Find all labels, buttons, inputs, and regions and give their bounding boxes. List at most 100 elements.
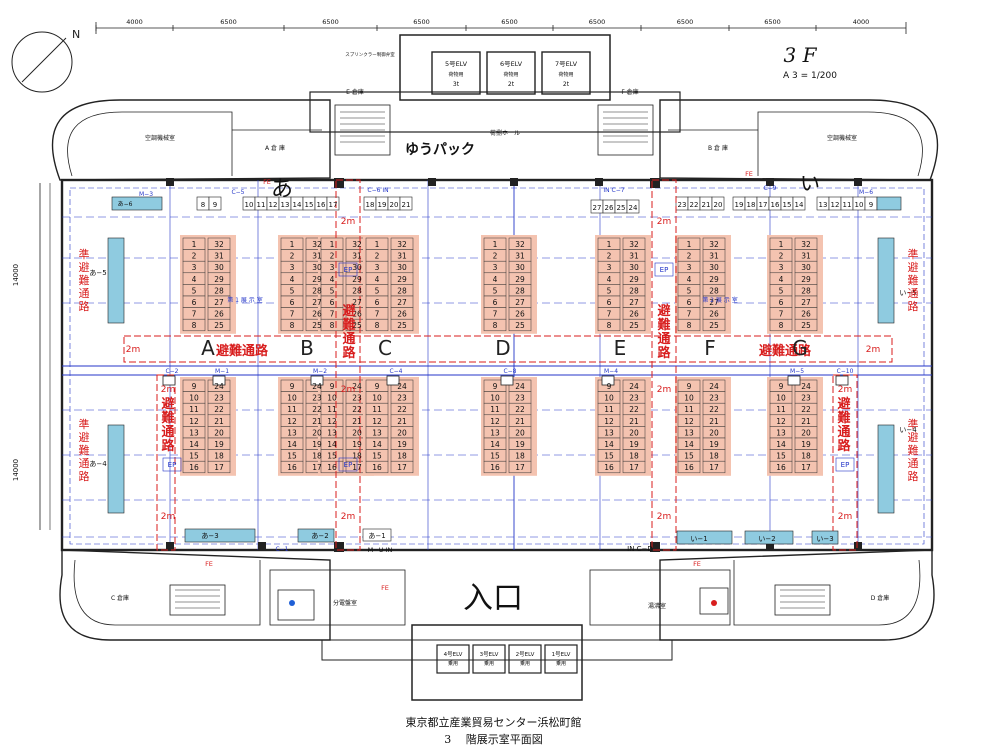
evac-label-v4-char: 通 (837, 424, 850, 440)
semi-evac-left-lower-char: 路 (79, 470, 90, 483)
booth-upper-number: 7 (330, 310, 335, 319)
booth-lower-number: 10 (287, 394, 297, 403)
booth-upper-number: 26 (709, 310, 719, 319)
evac-width-2m: 2m (341, 385, 356, 395)
semi-evac-right-upper-char: 避 (908, 260, 919, 274)
booth-upper-number: 27 (214, 298, 224, 307)
wall-booth-m6 (876, 196, 902, 211)
fire-extinguisher-fe: FE (693, 560, 701, 568)
booth-lower-number: 17 (801, 463, 811, 472)
booth-upper-cell (677, 318, 701, 332)
c-code-c9: C−9 (763, 185, 776, 192)
booth-lower-number: 24 (312, 382, 322, 391)
booth-lower-number: 23 (709, 394, 719, 403)
booth-upper-number: 4 (687, 275, 692, 284)
booth-lower-number: 19 (214, 440, 224, 449)
wall-booth-mid (399, 196, 413, 211)
m-code-m3: M−3 (139, 191, 153, 198)
ep-label: EP (344, 266, 353, 274)
booth-lower-number: 18 (629, 452, 639, 461)
exhibit-room-1-label: 第 1 展 示 室 (227, 296, 262, 304)
booth-upper-number: 32 (352, 240, 362, 249)
block-letter-g: G (792, 336, 808, 360)
wall-booth-a4 (107, 424, 125, 514)
semi-evac-right-upper-char: 準 (908, 247, 919, 261)
wall-code-a3: あ−3 (201, 532, 218, 540)
mid-code-box (212, 375, 226, 386)
evac-label-v4-char: 避 (837, 396, 850, 412)
wall-booth-right-a-number: 20 (714, 201, 723, 209)
booth-lower-cell (794, 460, 818, 474)
booth-upper-number: 30 (515, 263, 525, 272)
booth-upper-cell (365, 318, 389, 332)
booth-upper-number: 7 (607, 310, 612, 319)
booth-upper-number: 28 (629, 286, 639, 295)
wall-booth-left-a-number: 8 (201, 201, 205, 209)
dimension-top: 6500 (589, 18, 606, 26)
evac-label-v4-char: 路 (837, 438, 851, 454)
wall-booth-i4 (877, 424, 895, 514)
booth-upper-number: 29 (709, 275, 719, 284)
booth-lower-number: 17 (629, 463, 639, 472)
booth-upper-number: 5 (375, 286, 380, 295)
booth-lower-number: 22 (709, 405, 719, 414)
booth-upper-number: 7 (493, 310, 498, 319)
booth-upper-number: 28 (397, 286, 407, 295)
elevator-label: 5号ELV (445, 60, 468, 68)
wall-booth-mid-number: 21 (402, 201, 411, 209)
booth-upper-number: 1 (687, 240, 692, 249)
booth-lower-number: 17 (515, 463, 525, 472)
booth-lower-number: 17 (312, 463, 322, 472)
wall-booth-right-c-number: 12 (831, 201, 840, 209)
evac-label-right: 避難通路 (759, 343, 812, 359)
mid-code-box (162, 375, 176, 386)
booth-upper-number: 7 (290, 310, 295, 319)
wall-booth-center-number: 24 (629, 204, 638, 212)
evac-label-v1: 避難通路 (342, 303, 356, 361)
passenger-elevator (436, 644, 470, 674)
booth-upper-number: 2 (493, 252, 498, 261)
evac-width-2m: 2m (161, 512, 176, 522)
booth-upper-number: 3 (493, 263, 498, 272)
elevator-capacity: 2t (563, 81, 570, 88)
block-letter-c: C (378, 336, 392, 360)
booth-lower-number: 20 (214, 428, 224, 437)
booth-lower-number: 16 (490, 463, 500, 472)
booth-upper-number: 4 (493, 275, 498, 284)
booth-upper-number: 5 (607, 286, 612, 295)
wall-booth-right-b (792, 196, 806, 211)
booth-lower-number: 9 (779, 382, 784, 391)
evac-label-v4-char: 難 (837, 410, 850, 426)
booth-upper-number: 31 (352, 252, 362, 261)
booth-upper-number: 25 (801, 321, 811, 330)
booth-lower-number: 23 (801, 394, 811, 403)
yupack-label: ゆうパック (405, 142, 475, 158)
booth-upper-number: 4 (607, 275, 612, 284)
booth-upper-number: 5 (192, 286, 197, 295)
ep-box (654, 262, 674, 277)
booth-lower-cell (320, 460, 344, 474)
wall-booth-right-c-number: 10 (855, 201, 864, 209)
evac-width-2m: 2m (161, 385, 176, 395)
booth-lower-number: 14 (490, 440, 500, 449)
wall-booth-right-b-number: 16 (771, 201, 780, 209)
semi-evac-left-lower-char: 準 (79, 417, 90, 431)
booth-lower-number: 12 (604, 417, 614, 426)
wall-code-a1: あ−1 (368, 532, 385, 540)
booth-upper-cell (280, 318, 304, 332)
booth-upper-number: 30 (801, 263, 811, 272)
semi-evac-right-lower-char: 避 (908, 430, 919, 444)
booth-lower-number: 14 (372, 440, 382, 449)
booth-lower-number: 20 (709, 428, 719, 437)
side-code-a5: あ−5 (89, 269, 106, 277)
fire-extinguisher-fe: FE (381, 584, 389, 592)
booth-upper-number: 6 (192, 298, 197, 307)
booth-lower-number: 16 (776, 463, 786, 472)
elevator-label: 3号ELV (480, 651, 499, 658)
booth-lower-number: 9 (330, 382, 335, 391)
booth-lower-number: 10 (490, 394, 500, 403)
booth-lower-number: 22 (801, 405, 811, 414)
evac-label-v3-char: 通 (161, 424, 174, 440)
